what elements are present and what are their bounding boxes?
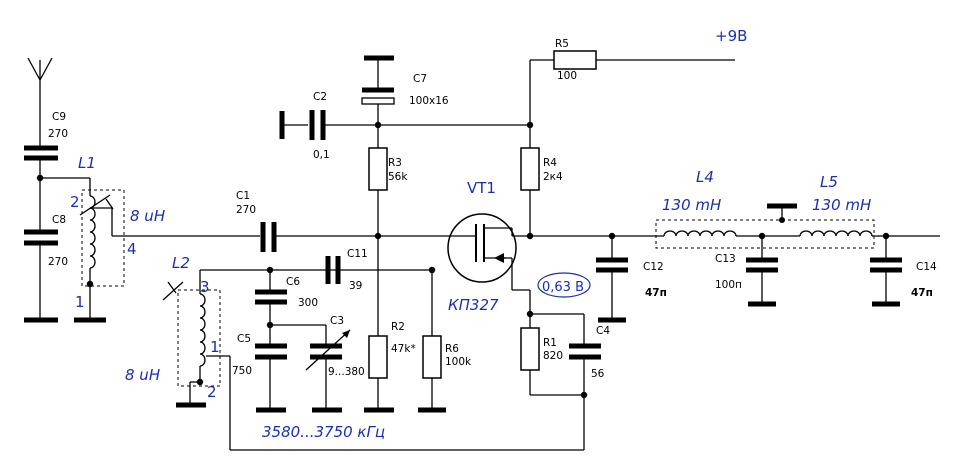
variable-capacitor-c3: [305, 329, 351, 371]
resistor-r3: [368, 147, 388, 191]
capacitor-c8: [24, 229, 58, 246]
voltage-callout: [537, 272, 591, 298]
l1-pin-right: 4: [127, 240, 137, 258]
l1-label: L1: [78, 154, 96, 172]
c9-label: C9: [52, 111, 66, 123]
capacitor-c6: [255, 289, 287, 305]
c9-value: 270: [48, 128, 68, 140]
c4-value: 56: [591, 368, 605, 380]
c13-value: 100п: [715, 279, 742, 291]
l2-pin-tap: 1: [210, 338, 220, 356]
r1-label: R1: [543, 337, 557, 349]
r6-label: R6: [445, 343, 459, 355]
c7-label: C7: [413, 73, 427, 85]
c4-label: C4: [596, 325, 610, 337]
capacitor-c13: [746, 257, 778, 273]
c14-label: C14: [916, 261, 937, 273]
resistor-r4: [520, 147, 540, 191]
l1-value: 8 uH: [130, 207, 165, 225]
capacitor-c2: [309, 110, 326, 140]
inductor-l2: [162, 270, 221, 387]
c2-value: 0,1: [313, 149, 330, 161]
inductor-l4: [663, 230, 737, 237]
c1-label: C1: [236, 190, 250, 202]
l4-value: 130 mH: [662, 196, 721, 214]
c5-label: C5: [237, 333, 251, 345]
vt1-label: VT1: [467, 179, 496, 197]
c2-label: C2: [313, 91, 327, 103]
resistor-r2: [368, 335, 388, 379]
transistor-vt1: [444, 213, 530, 290]
supply-label: +9В: [715, 27, 747, 45]
antenna-icon: [27, 57, 53, 148]
l1-pin-top: 2: [70, 193, 80, 211]
l5-label: L5: [820, 173, 838, 191]
capacitor-c5: [255, 343, 287, 360]
junction-dot: [526, 121, 534, 129]
r5-label: R5: [555, 38, 569, 50]
c13-label: C13: [715, 253, 736, 265]
l4-label: L4: [696, 168, 714, 186]
r2-label: R2: [391, 321, 405, 333]
capacitor-c1: [260, 222, 277, 252]
resistor-r6: [422, 335, 442, 379]
c12-label: C12: [643, 261, 664, 273]
l2-value: 8 uH: [125, 366, 160, 384]
junction-dot: [779, 217, 785, 223]
r5-value: 100: [557, 70, 577, 82]
r3-label: R3: [388, 157, 402, 169]
r4-label: R4: [543, 157, 557, 169]
r2-value: 47k*: [391, 343, 416, 355]
inductor-l5: [799, 230, 873, 237]
source-voltage: 0,63 В: [542, 280, 584, 295]
frequency-range: 3580...3750 кГц: [262, 423, 385, 441]
resistor-r5: [553, 50, 597, 70]
c8-label: C8: [52, 214, 66, 226]
l5-value: 130 mH: [812, 196, 871, 214]
c3-label: C3: [330, 315, 344, 327]
l1-pin-bottom: 1: [75, 293, 85, 311]
c8-value: 270: [48, 256, 68, 268]
r3-value: 56k: [388, 171, 408, 183]
c3-value: 9...380: [328, 366, 365, 378]
inductor-l1: [79, 189, 125, 287]
shield-outline: [655, 219, 875, 249]
capacitor-c4: [569, 343, 601, 360]
capacitor-c7: [361, 87, 395, 105]
r1-value: 820: [543, 350, 563, 362]
vt1-type: КП327: [448, 296, 499, 314]
c6-value: 300: [298, 297, 318, 309]
resistor-r1: [520, 327, 540, 371]
r6-value: 100k: [445, 356, 472, 368]
c7-value: 100x16: [409, 95, 449, 107]
c14-value: 47п: [911, 287, 933, 299]
c11-label: C11: [347, 248, 368, 260]
capacitor-c9: [24, 145, 58, 161]
c6-label: C6: [286, 276, 300, 288]
capacitor-c14: [870, 257, 902, 273]
c11-value: 39: [349, 280, 362, 292]
junction-dot: [580, 391, 588, 399]
l2-label: L2: [172, 254, 190, 272]
capacitor-c12: [596, 257, 628, 273]
l2-pin-top: 3: [200, 278, 210, 296]
l2-pin-bottom: 2: [207, 383, 217, 401]
capacitor-c11: [325, 256, 341, 284]
c5-value: 750: [232, 365, 252, 377]
r4-value: 2к4: [543, 171, 563, 183]
c1-value: 270: [236, 204, 256, 216]
c12-value: 47п: [645, 287, 667, 299]
